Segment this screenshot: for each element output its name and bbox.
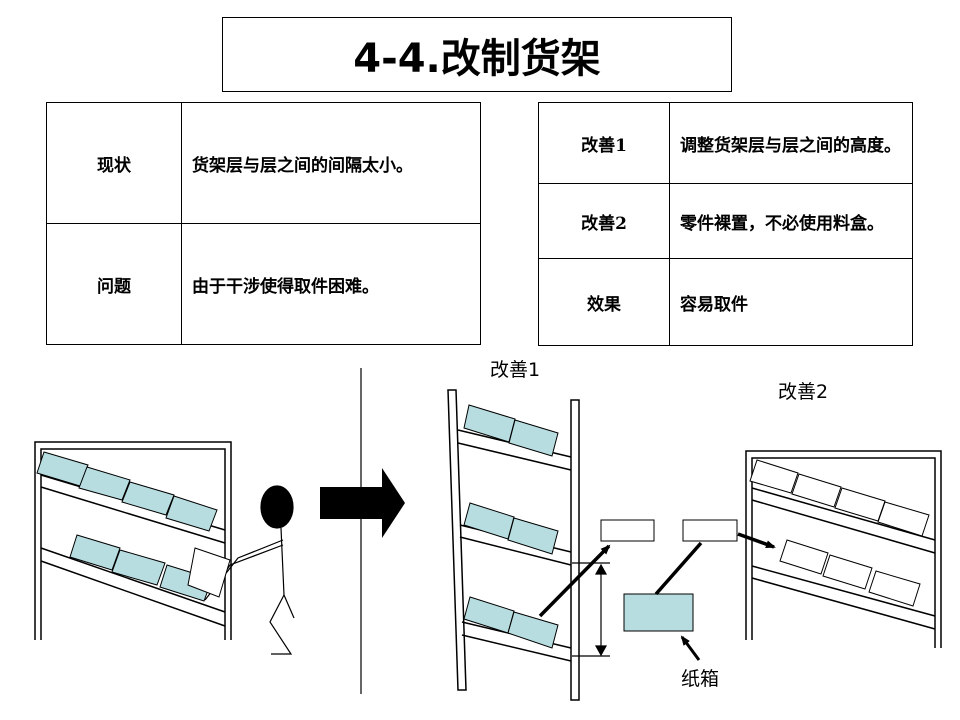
effect-key: 效果	[538, 258, 670, 346]
problem-value: 由于干涉使得取件困难。	[181, 223, 481, 345]
arrow-to-shelf-icon	[737, 532, 776, 549]
improvement2-value: 零件裸置，不必使用料盒。	[669, 183, 913, 259]
arrow-to-part-icon	[538, 544, 611, 618]
worker-figure	[187, 485, 295, 655]
transition-arrow-icon	[320, 468, 405, 538]
carton-to-part-line	[654, 541, 703, 596]
carton-box	[623, 593, 694, 632]
part-box-1	[600, 519, 655, 542]
original-shelf	[34, 441, 232, 640]
improvement1-value: 调整货架层与层之间的高度。	[669, 102, 913, 184]
improved-shelf-2	[745, 450, 942, 648]
improvement-table: 改善1 调整货架层与层之间的高度。 改善2 零件裸置，不必使用料盒。 效果 容易…	[538, 102, 913, 346]
problem-key: 问题	[46, 223, 182, 345]
table-row: 效果 容易取件	[538, 258, 913, 346]
height-dimension	[572, 562, 610, 657]
bare-parts-2	[749, 459, 930, 607]
status-table: 现状 货架层与层之间的间隔太小。 问题 由于干涉使得取件困难。	[46, 102, 481, 345]
improved-bins-1	[463, 404, 559, 649]
table-row: 改善2 零件裸置，不必使用料盒。	[538, 183, 913, 259]
improvement2-label: 改善2	[778, 381, 829, 403]
carton-label: 纸箱	[681, 668, 720, 690]
table-row: 改善1 调整货架层与层之间的高度。	[538, 102, 913, 184]
effect-value: 容易取件	[669, 258, 913, 346]
carton-pointer-arrow-icon	[680, 635, 701, 661]
table-row: 问题 由于干涉使得取件困难。	[46, 223, 481, 345]
part-box-2	[682, 519, 738, 542]
slide-title: 4-4.改制货架	[222, 17, 732, 92]
improvement1-label: 改善1	[490, 359, 541, 381]
